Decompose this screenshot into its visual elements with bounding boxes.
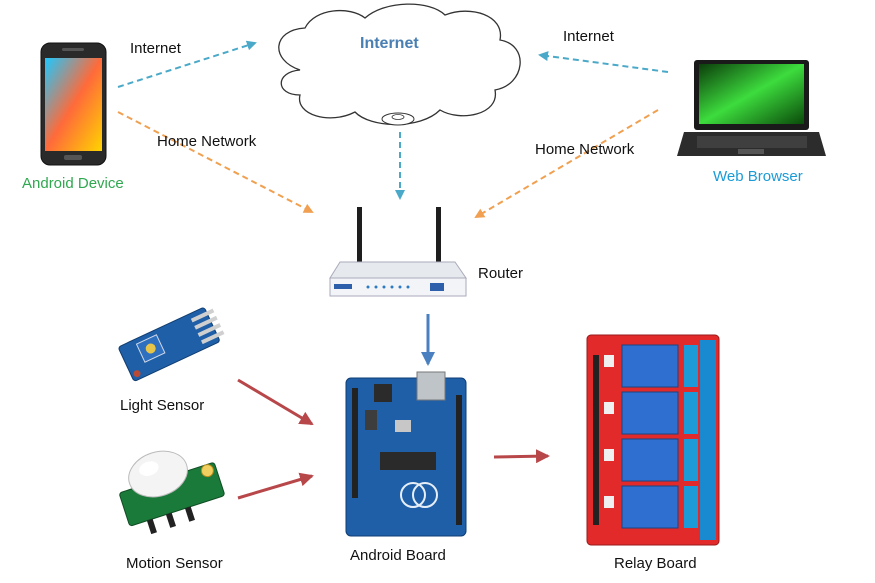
android-board-label: Android Board: [350, 547, 446, 564]
laptop-image: [677, 60, 826, 156]
router-image: [329, 207, 467, 297]
android-phone-image: [40, 42, 107, 166]
arrow-laptop-internet: [538, 51, 669, 73]
arrow-phone-router: [117, 111, 314, 213]
motion-sensor-image: [119, 450, 225, 535]
arrow-light-board: [237, 378, 314, 426]
light-sensor-image: [118, 307, 225, 382]
internet-cloud-label: Internet: [360, 35, 419, 52]
internet-left-label: Internet: [130, 40, 181, 57]
internet-cloud: [278, 3, 521, 126]
android-device-label: Android Device: [22, 175, 124, 192]
home-network-right-label: Home Network: [535, 141, 635, 158]
arrow-laptop-router: [474, 109, 659, 219]
relay-board-label: Relay Board: [614, 555, 697, 572]
relay-board-image: [586, 334, 720, 546]
light-sensor-label: Light Sensor: [120, 397, 205, 414]
arrow-board-relay: [493, 449, 550, 464]
web-browser-label: Web Browser: [713, 168, 803, 185]
arrow-phone-internet: [117, 40, 257, 88]
internet-right-label: Internet: [563, 28, 614, 45]
arrow-motion-board: [237, 472, 314, 500]
motion-sensor-label: Motion Sensor: [126, 555, 223, 572]
home-network-left-label: Home Network: [157, 133, 257, 150]
router-label: Router: [478, 265, 524, 282]
arduino-board-image: [345, 371, 467, 537]
